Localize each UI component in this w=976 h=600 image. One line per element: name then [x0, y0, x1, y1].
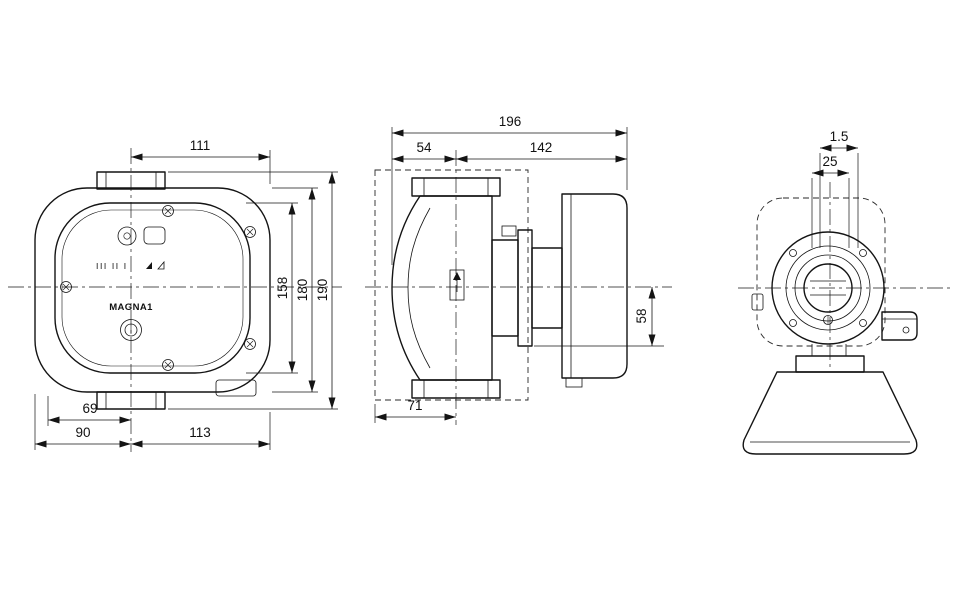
status-icon [146, 262, 152, 269]
side-length-total-label: 196 [499, 114, 522, 129]
front-height-mid-label: 180 [295, 279, 310, 302]
front-top-flange [96, 171, 166, 190]
stator-housing-outer [771, 231, 885, 345]
control-box-foot [565, 377, 583, 388]
volute-shell [742, 371, 918, 455]
front-face-panel [54, 202, 251, 374]
clamp-ring [517, 229, 533, 347]
cable-gland-bracket [881, 311, 918, 341]
side-height-below-axis-label: 58 [634, 308, 649, 323]
impeller-detail [449, 269, 465, 301]
insulation-envelope [374, 169, 529, 401]
status-icon [157, 260, 165, 270]
flow-arrow-icon [453, 272, 461, 280]
vent-screw [823, 315, 833, 325]
stator-neck [491, 239, 519, 337]
screw [162, 205, 174, 217]
side-view: 196 54 142 71 58 [365, 114, 672, 425]
front-dimensions: 111 158 180 190 69 90 113 [34, 138, 338, 450]
front-offset-left-label: 90 [75, 425, 90, 440]
led-indicator-bars: III II I [96, 261, 128, 271]
front-flange-width-label: 111 [190, 138, 211, 153]
display-window [143, 226, 166, 245]
front-offset-small-label: 69 [82, 401, 97, 416]
rotor-can [531, 247, 563, 329]
side-envelope-front-label: 71 [407, 398, 422, 413]
side-clip [751, 293, 764, 311]
end-cap [803, 263, 853, 313]
setting-button [117, 226, 137, 246]
housing-bolt [789, 249, 797, 257]
volute-profile [391, 195, 493, 381]
housing-bolt [859, 319, 867, 327]
volute-inner-wall [407, 207, 431, 369]
terminal-box [215, 379, 257, 397]
side-dimensions: 196 54 142 71 58 [374, 114, 664, 423]
brand-label: MAGNA1 [109, 302, 153, 313]
screw [244, 338, 256, 350]
screw [60, 281, 72, 293]
push-button-inner [124, 323, 138, 337]
control-box [561, 193, 628, 379]
front-view: III II I MAGNA1 111 158 180 190 69 [8, 138, 342, 452]
screw [244, 226, 256, 238]
bracket-screw [902, 326, 910, 334]
front-face-panel-inner [61, 209, 244, 367]
rear-dimensions: 1.5 25 [811, 129, 859, 248]
stator-housing-ring [785, 245, 871, 331]
clamp-screw [501, 225, 517, 237]
screw [162, 359, 174, 371]
front-height-inner-label: 158 [275, 277, 290, 300]
front-bottom-flange [96, 391, 166, 410]
housing-bolt [859, 249, 867, 257]
housing-bolt [789, 319, 797, 327]
setting-button-glyph [123, 232, 131, 240]
rear-port-width-label: 25 [822, 154, 837, 169]
front-height-total-label: 190 [315, 279, 330, 302]
side-length-rear-label: 142 [530, 140, 553, 155]
rear-insulation-envelope [756, 197, 886, 347]
rear-cap-gap-label: 1.5 [830, 129, 849, 144]
front-offset-right-label: 113 [189, 425, 211, 440]
push-button-outer [120, 319, 142, 341]
side-length-front-label: 54 [416, 140, 432, 155]
rear-view: 1.5 25 [738, 129, 952, 455]
